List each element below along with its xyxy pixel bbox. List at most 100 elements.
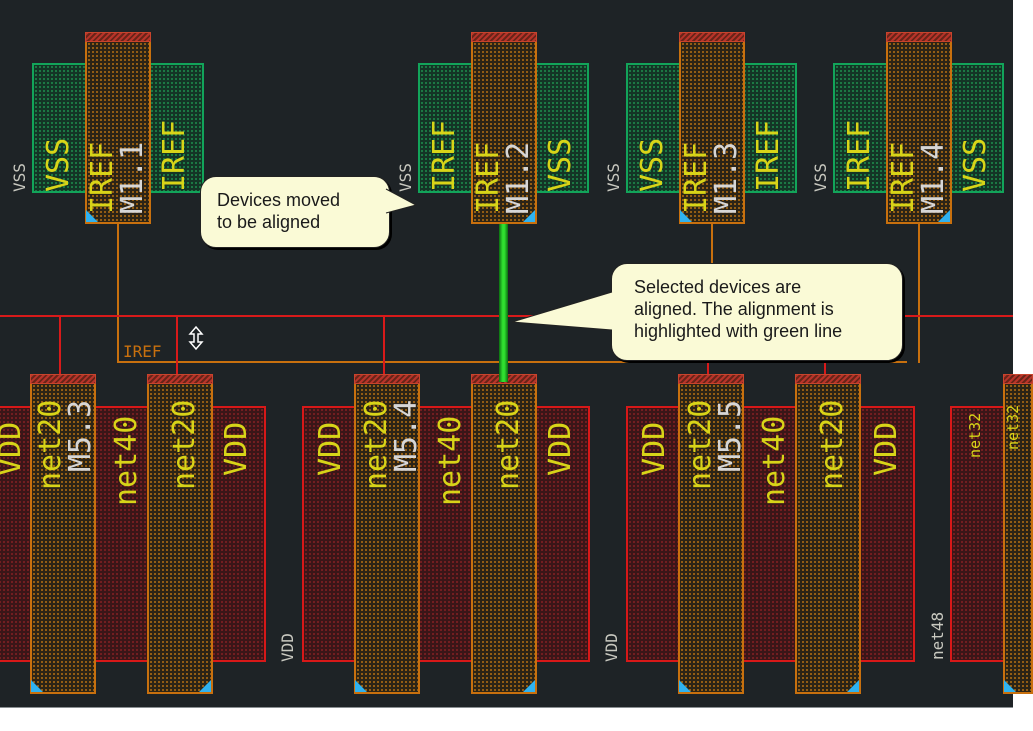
gate-m1-1[interactable] bbox=[85, 32, 151, 224]
label-gate: net20 bbox=[491, 399, 526, 490]
label-outside: VDD bbox=[602, 633, 621, 662]
diffusion-right-m1-3[interactable] bbox=[741, 63, 797, 193]
gate-m5-3-b[interactable] bbox=[147, 374, 213, 694]
diffusion-vdd[interactable] bbox=[210, 406, 266, 662]
label-diff: net40 bbox=[109, 415, 144, 506]
callout-devices-moved: Devices moved to be aligned bbox=[200, 176, 418, 248]
diffusion-vdd[interactable] bbox=[302, 406, 358, 662]
device-name: M1.4 bbox=[916, 141, 951, 214]
gate-m5-3[interactable] bbox=[30, 374, 96, 694]
label-diff: VDD bbox=[0, 421, 28, 476]
gate-cap bbox=[85, 32, 151, 42]
net20-wire-v3[interactable] bbox=[383, 315, 385, 379]
device-name: M5.3 bbox=[63, 399, 98, 472]
iref-wire-v3[interactable] bbox=[711, 224, 713, 280]
label-outside: VSS bbox=[10, 163, 29, 192]
label-diff: VDD bbox=[869, 421, 904, 476]
diffusion-left-m1-3[interactable] bbox=[626, 63, 682, 193]
diffusion-right-m1-1[interactable] bbox=[148, 63, 204, 193]
label-diff: VSS bbox=[958, 137, 993, 192]
gate-cap bbox=[678, 374, 744, 384]
gate-m1-4[interactable] bbox=[886, 32, 952, 224]
device-name: M1.3 bbox=[709, 141, 744, 214]
callout-pointer bbox=[511, 291, 615, 331]
gate-m5-5-b[interactable] bbox=[795, 374, 861, 694]
gate-partial[interactable] bbox=[1003, 374, 1033, 694]
callout-text: Selected devices are bbox=[634, 277, 802, 297]
label-gate: net32 bbox=[1004, 404, 1022, 450]
diffusion-left-m1-4[interactable] bbox=[833, 63, 889, 193]
label-diff: VDD bbox=[637, 421, 672, 476]
gate-m1-2[interactable] bbox=[471, 32, 537, 224]
label-diff: VDD bbox=[313, 421, 348, 476]
label-gate: IREF bbox=[85, 141, 120, 214]
gate-m5-5[interactable] bbox=[678, 374, 744, 694]
net20-wire-v4[interactable] bbox=[707, 345, 709, 379]
iref-wire-v1b[interactable] bbox=[117, 343, 119, 363]
net-label-iref: IREF bbox=[123, 342, 162, 361]
gate-cap bbox=[354, 374, 420, 384]
label-gate: net20 bbox=[359, 399, 394, 490]
diffusion-vdd[interactable] bbox=[0, 406, 33, 662]
gate-cap bbox=[30, 374, 96, 384]
label-gate: net20 bbox=[33, 399, 68, 490]
vertical-resize-cursor-icon bbox=[188, 325, 204, 351]
diffusion-right-m1-4[interactable] bbox=[948, 63, 1004, 193]
iref-wire-v4[interactable] bbox=[918, 224, 920, 363]
device-name: M1.1 bbox=[115, 141, 150, 214]
gate-m1-3[interactable] bbox=[679, 32, 745, 224]
net20-wire-v2[interactable] bbox=[176, 315, 178, 379]
pin-marker-icon bbox=[680, 210, 692, 222]
label-outside: VSS bbox=[811, 163, 830, 192]
alignment-highlight-line bbox=[499, 224, 508, 382]
iref-wire-v1[interactable] bbox=[117, 224, 119, 343]
label-diff: VSS bbox=[543, 137, 578, 192]
device-name: M1.2 bbox=[501, 141, 536, 214]
callout-text: aligned. The alignment is bbox=[634, 299, 834, 319]
label-diff: IREF bbox=[842, 119, 877, 192]
gate-cap bbox=[471, 32, 537, 42]
label-gate: net20 bbox=[167, 399, 202, 490]
callout-pointer bbox=[383, 188, 418, 214]
diffusion-vdd[interactable] bbox=[859, 406, 915, 662]
gate-m5-4[interactable] bbox=[354, 374, 420, 694]
gate-m5-4-b[interactable] bbox=[471, 374, 537, 694]
diffusion-net32[interactable] bbox=[950, 406, 1006, 662]
diffusion-net40[interactable] bbox=[93, 406, 149, 662]
callout-text: highlighted with green line bbox=[634, 321, 843, 341]
callout-text: to be aligned bbox=[217, 212, 321, 232]
pin-marker-icon bbox=[679, 680, 691, 692]
label-diff: VDD bbox=[543, 421, 578, 476]
label-diff: net32 bbox=[966, 412, 984, 458]
pin-marker-icon bbox=[847, 680, 859, 692]
pin-marker-icon bbox=[938, 210, 950, 222]
label-outside: VDD bbox=[278, 633, 297, 662]
diffusion-vdd[interactable] bbox=[626, 406, 682, 662]
device-name: M5.5 bbox=[713, 399, 748, 472]
diffusion-right-m1-2[interactable] bbox=[533, 63, 589, 193]
diffusion-net40[interactable] bbox=[741, 406, 797, 662]
diffusion-net40[interactable] bbox=[417, 406, 473, 662]
diffusion-vdd[interactable] bbox=[534, 406, 590, 662]
label-gate: IREF bbox=[471, 141, 506, 214]
label-gate: IREF bbox=[886, 141, 921, 214]
pin-marker-icon bbox=[199, 680, 211, 692]
label-diff: net40 bbox=[757, 415, 792, 506]
layout-canvas[interactable]: VSS IREF M1.1 IREF VSS IREF IREF M1.2 VS… bbox=[0, 0, 1033, 708]
label-diff: IREF bbox=[751, 119, 786, 192]
net20-wire-v5[interactable] bbox=[824, 345, 826, 379]
label-diff: IREF bbox=[157, 119, 192, 192]
diffusion-left-m1-1[interactable] bbox=[32, 63, 88, 193]
pin-marker-icon bbox=[31, 680, 43, 692]
diffusion-left-m1-2[interactable] bbox=[418, 63, 474, 193]
gate-cap bbox=[886, 32, 952, 42]
callout-alignment: Selected devices are aligned. The alignm… bbox=[511, 263, 903, 361]
pin-marker-icon bbox=[355, 680, 367, 692]
label-gate: net20 bbox=[683, 399, 718, 490]
iref-wire-h[interactable] bbox=[117, 361, 907, 363]
gate-cap bbox=[679, 32, 745, 42]
net20-wire-v1[interactable] bbox=[59, 315, 61, 379]
gate-cap bbox=[1003, 374, 1033, 384]
label-gate: net20 bbox=[815, 399, 850, 490]
pin-marker-icon bbox=[523, 680, 535, 692]
